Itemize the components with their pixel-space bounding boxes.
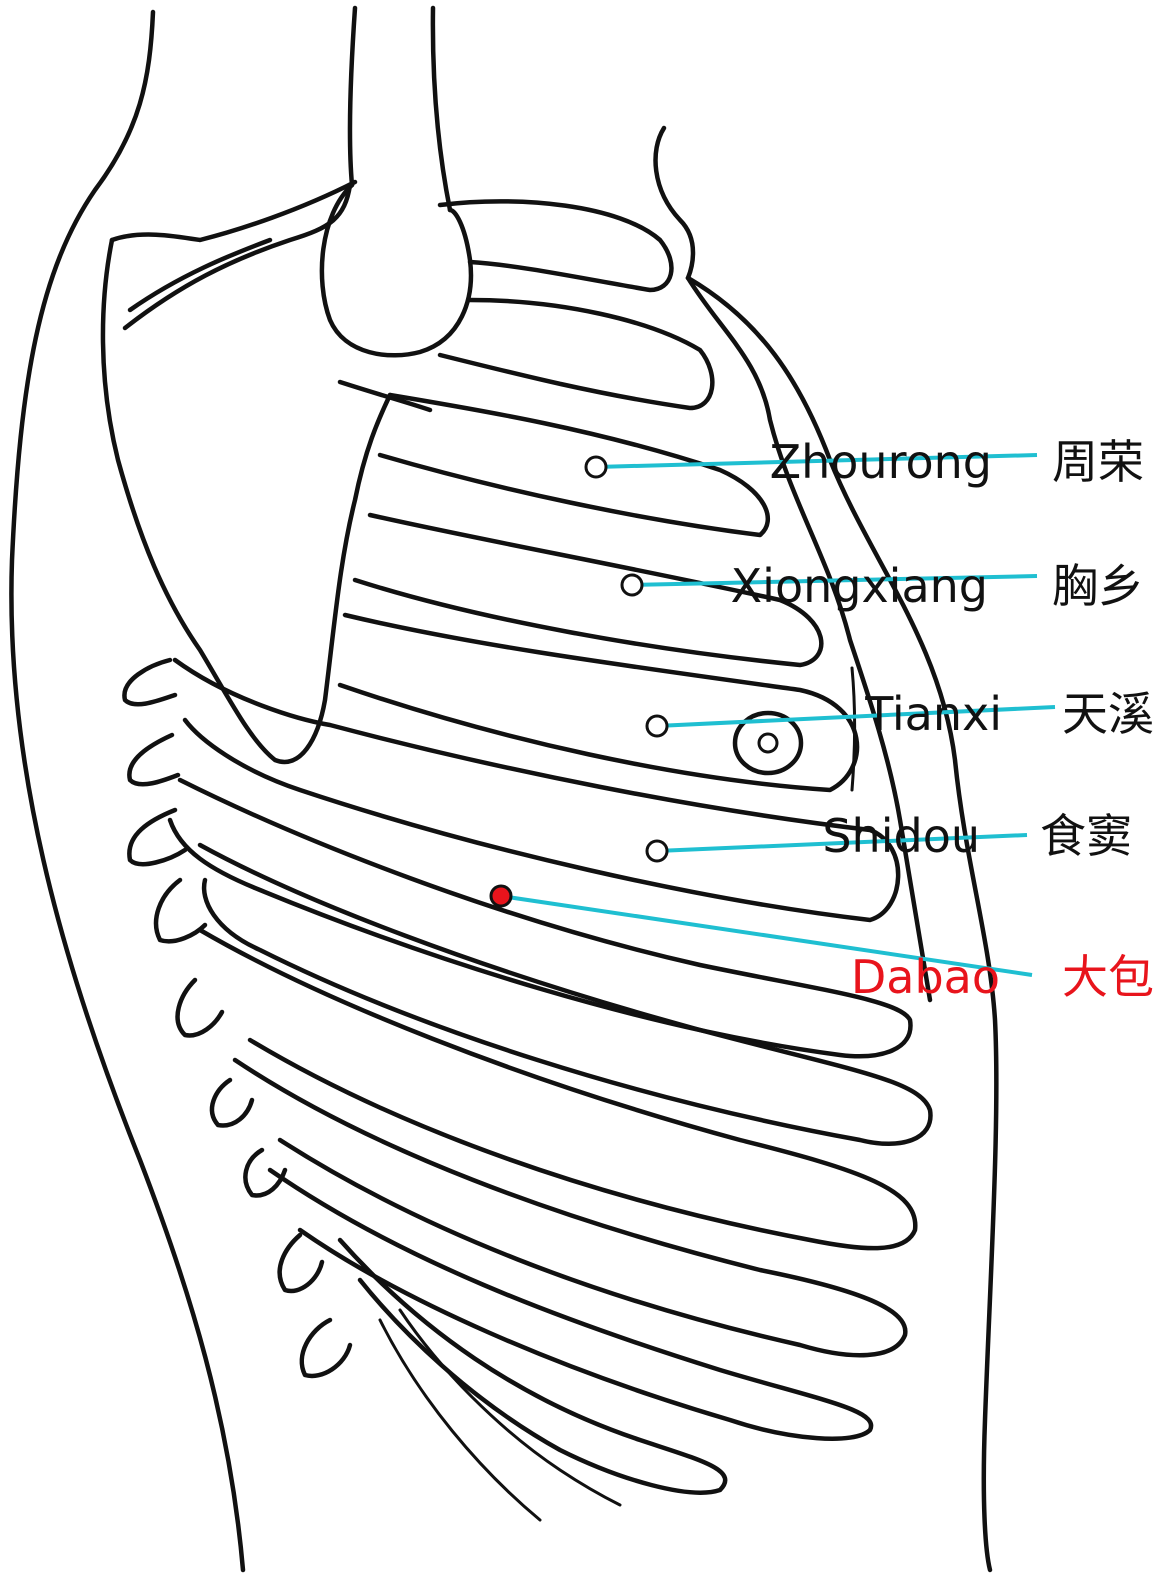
shoulder-joint — [319, 182, 474, 358]
leader-lines — [500, 453, 1056, 977]
sternum-edge — [653, 125, 933, 1003]
acupoints — [489, 455, 669, 908]
point-zhourong — [584, 455, 608, 479]
label-tianxi-pinyin: Tianxi — [864, 687, 1002, 741]
leader-zhourong — [595, 453, 1038, 469]
point-tianxi — [645, 714, 669, 738]
label-zhourong-hanzi: 周荣 — [1052, 435, 1144, 489]
leader-xiongxiang — [631, 574, 1038, 587]
clavicle — [109, 179, 358, 331]
label-dabao-pinyin: Dabao — [851, 950, 1000, 1004]
label-xiongxiang-pinyin: Xiongxiang — [731, 559, 988, 613]
nipple — [732, 666, 857, 792]
scapula — [100, 237, 433, 765]
body-outline — [9, 5, 999, 1573]
ribs — [167, 199, 933, 1522]
point-shidou — [645, 839, 669, 863]
leader-tianxi — [656, 705, 1056, 728]
labels: Zhourong 周荣 Xiongxiang 胸乡 Tianxi 天溪 Shid… — [731, 435, 1154, 1004]
label-shidou-hanzi: 食窦 — [1040, 809, 1132, 863]
leader-dabao — [500, 894, 1033, 977]
label-tianxi-hanzi: 天溪 — [1062, 687, 1154, 741]
point-xiongxiang — [620, 573, 644, 597]
label-zhourong-pinyin: Zhourong — [770, 435, 992, 489]
leader-shidou — [656, 833, 1028, 853]
label-xiongxiang-hanzi: 胸乡 — [1052, 559, 1144, 613]
label-shidou-pinyin: Shidou — [822, 809, 980, 863]
label-dabao-hanzi: 大包 — [1062, 950, 1154, 1004]
point-dabao — [489, 884, 513, 908]
vertebrae — [122, 657, 353, 1379]
